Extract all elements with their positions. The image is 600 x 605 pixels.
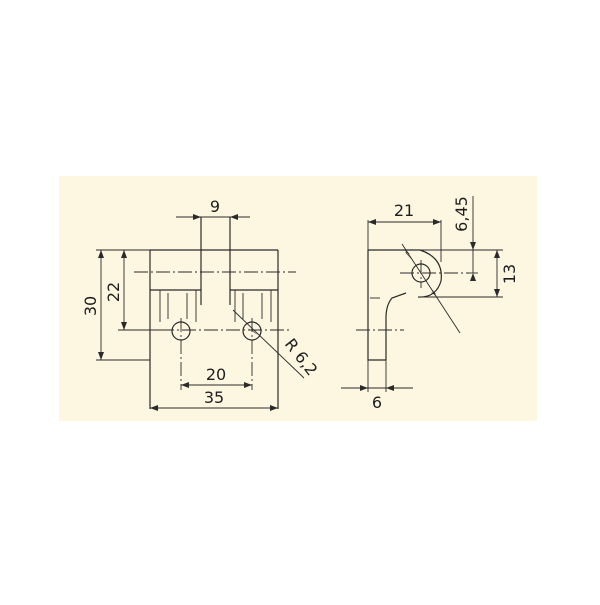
dim-front-width-top: 9 — [176, 197, 250, 220]
dim-side-thickness: 6 — [341, 360, 413, 412]
dim-side-offset-top-label: 6,45 — [452, 196, 471, 232]
dim-hole-spacing-label: 20 — [206, 365, 226, 384]
front-view-body — [134, 217, 296, 409]
dim-front-height-inner: 22 — [104, 249, 170, 331]
dim-side-thickness-label: 6 — [372, 393, 382, 412]
drawing-background — [59, 176, 537, 421]
side-hole-leader — [401, 243, 461, 334]
dim-front-height-outer-label: 30 — [81, 296, 100, 316]
dim-hole-spacing: 20 — [181, 365, 252, 388]
dim-side-offset-top: 6,45 — [420, 196, 478, 281]
side-view: 21 6,45 13 6 — [341, 196, 519, 412]
dim-side-height-label: 13 — [500, 264, 519, 284]
dim-front-height-inner-label: 22 — [104, 282, 123, 302]
front-view: 9 30 22 20 — [81, 197, 321, 411]
dim-front-height-outer: 30 — [81, 249, 150, 361]
dim-front-width-top-label: 9 — [210, 197, 220, 216]
dim-front-width-total: 35 — [150, 388, 278, 411]
dim-side-height: 13 — [420, 249, 519, 298]
dim-side-width-top: 21 — [367, 201, 442, 262]
dim-side-width-top-label: 21 — [394, 201, 414, 220]
dim-front-width-total-label: 35 — [204, 388, 224, 407]
